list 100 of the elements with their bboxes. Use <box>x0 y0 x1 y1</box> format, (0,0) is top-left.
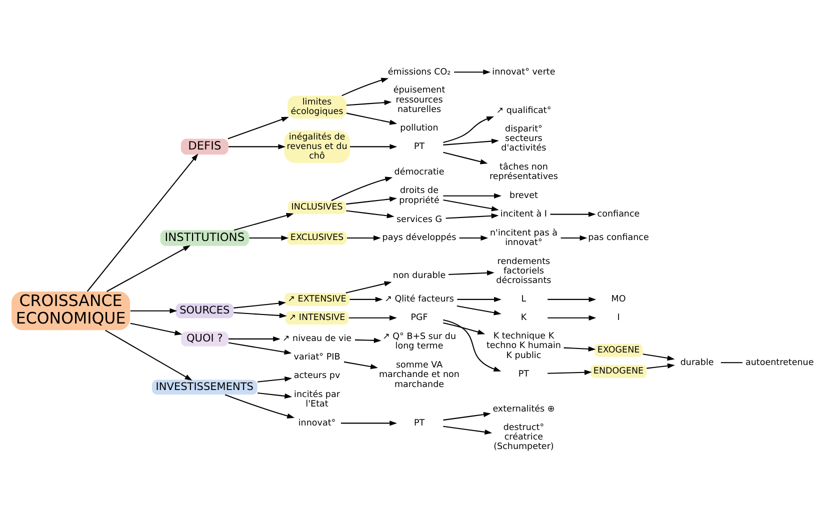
node-text: I <box>617 312 620 323</box>
node-text: disparit° secteurs d'activités <box>501 124 546 154</box>
node-box: inégalités de revenus et du chô <box>284 130 350 162</box>
connector <box>720 362 742 363</box>
arrow <box>228 144 286 149</box>
arrow <box>646 362 675 368</box>
arrow <box>346 196 397 204</box>
arrow <box>258 376 292 382</box>
arrow <box>228 116 289 139</box>
arrow <box>443 411 491 420</box>
arrow <box>258 392 292 398</box>
node-text: droits de propriété <box>399 186 440 206</box>
arrow <box>348 314 397 320</box>
node-text: PT <box>414 141 425 152</box>
node-text: K <box>520 312 527 323</box>
node-text: ↗ qualificat° <box>496 105 552 116</box>
arrow <box>454 69 491 74</box>
node-text: autoentretenue <box>745 357 814 368</box>
arrow <box>234 300 286 308</box>
arrow <box>560 234 588 240</box>
node-text: somme VA marchande et non marchande <box>379 360 460 390</box>
arrow <box>228 336 280 342</box>
arrow <box>346 112 398 124</box>
node-text: variat° PIB <box>294 352 340 362</box>
node-box: ↗ INTENSIVE <box>285 310 349 324</box>
node-box: limites écologiques <box>288 95 346 118</box>
node-text: acteurs pv <box>294 370 340 380</box>
arrow <box>130 308 178 313</box>
arrow <box>642 353 675 360</box>
arrow <box>346 99 392 106</box>
node-text: ↗ Qlité facteurs <box>384 294 454 304</box>
node-text: rendements factoriels décroissants <box>496 256 552 286</box>
node-text: incités par l'Etat <box>294 389 340 410</box>
arrow <box>344 360 378 369</box>
node-text: PT <box>518 368 530 379</box>
node-text: PT <box>414 418 425 428</box>
node-text: externalités ⊕ <box>492 404 555 414</box>
node-text: incitent à I <box>500 208 548 219</box>
arrow <box>564 346 596 352</box>
node-text: ↗ niveau de vie <box>282 334 352 344</box>
arrow <box>443 318 502 372</box>
node-text: pays développés <box>382 232 456 243</box>
arrow <box>331 176 393 201</box>
node-text: destruct° créatrice (Schumpeter) <box>494 422 554 452</box>
node-text: K technique K techno K humain K public <box>486 331 561 360</box>
node-text: démocratie <box>394 166 444 177</box>
node-box: EXCLUSIVES <box>287 230 347 244</box>
arrow <box>443 425 492 434</box>
node-text: pollution <box>400 122 438 133</box>
arrow <box>228 342 292 354</box>
node-text: épuisement ressources naturelles <box>393 85 446 115</box>
arrow <box>249 234 289 240</box>
arrow <box>340 420 398 426</box>
node-text: PGF <box>410 312 428 323</box>
arrow <box>234 212 294 230</box>
node-box: CROISSANCE ECONOMIQUE <box>12 291 130 330</box>
node-text: MO <box>611 294 626 304</box>
node-text: confiance <box>597 208 640 219</box>
arrow <box>548 296 596 302</box>
node-text: durable <box>680 357 714 368</box>
node-box: QUOI ? <box>180 330 228 346</box>
node-text: ↗ Q° B+S sur du long terme <box>382 331 456 352</box>
arrow <box>106 244 191 292</box>
arrow <box>350 144 398 149</box>
arrow <box>224 394 295 418</box>
arrow <box>548 314 596 320</box>
node-box: ENDOGENE <box>590 364 647 378</box>
arrow <box>86 153 198 292</box>
node-box: INVESTISSEMENTS <box>152 379 258 394</box>
arrow <box>355 337 382 342</box>
node-text: pas confiance <box>588 232 649 243</box>
arrow <box>342 77 389 96</box>
arrow <box>457 296 502 302</box>
node-text: brevet <box>510 190 538 201</box>
arrow <box>446 212 499 218</box>
arrow <box>456 305 502 315</box>
arrow <box>448 270 494 275</box>
arrow <box>550 211 596 216</box>
arrow <box>346 280 392 293</box>
node-text: n'incitent pas à innovat° <box>490 228 558 248</box>
arrow <box>443 198 499 211</box>
node-box: SOURCES <box>176 302 234 318</box>
node-text: services G <box>396 214 442 224</box>
node-box: INCLUSIVES <box>288 200 346 214</box>
arrow <box>234 312 287 318</box>
node-text: innovat° verte <box>492 66 556 77</box>
arrow <box>346 234 381 240</box>
arrow <box>443 192 502 198</box>
arrow <box>443 138 499 145</box>
node-box: INSTITUTIONS <box>160 230 249 246</box>
node-text: tâches non représentatives <box>489 162 558 182</box>
node-box: ↗ EXTENSIVE <box>284 292 350 306</box>
arrow <box>350 296 383 302</box>
arrow <box>443 322 486 334</box>
node-box: EXOGENE <box>594 343 643 356</box>
node-text: innovat° <box>298 418 336 428</box>
node-text: non durable <box>392 270 446 280</box>
arrow <box>443 151 488 164</box>
node-text: L <box>521 294 526 304</box>
arrow <box>548 369 592 374</box>
